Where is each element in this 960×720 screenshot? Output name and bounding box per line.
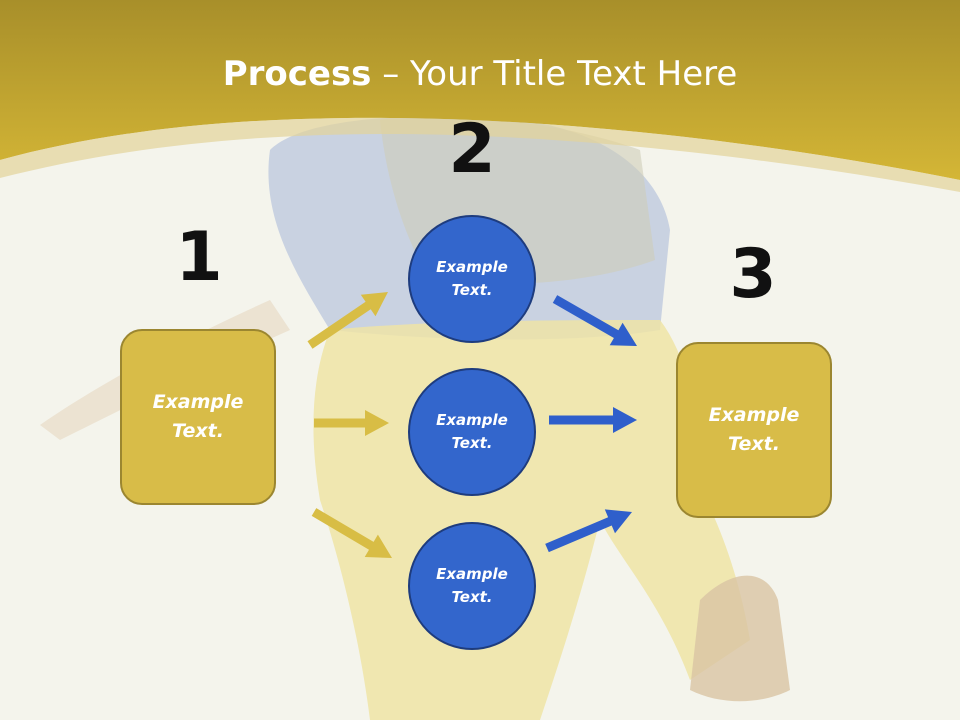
input-box: Example Text. <box>120 329 276 505</box>
step-number-1: 1 <box>175 218 223 297</box>
arrow-input-to-middle <box>314 410 389 436</box>
title-rest-part: – Your Title Text Here <box>371 54 738 94</box>
arrow-top-to-output <box>552 295 637 346</box>
slide-title: Process – Your Title Text Here <box>0 52 960 96</box>
arrow-input-to-bottom <box>311 508 392 558</box>
circle-top: Example Text. <box>408 215 536 343</box>
title-bold-part: Process <box>222 54 372 94</box>
step-number-2: 2 <box>448 110 496 189</box>
output-box: Example Text. <box>676 342 832 518</box>
arrow-middle-to-output <box>549 407 637 433</box>
circle-bottom: Example Text. <box>408 522 536 650</box>
step-number-3: 3 <box>729 235 777 314</box>
circle-middle: Example Text. <box>408 368 536 496</box>
arrow-input-to-top <box>307 292 388 349</box>
arrow-bottom-to-output <box>545 509 632 553</box>
